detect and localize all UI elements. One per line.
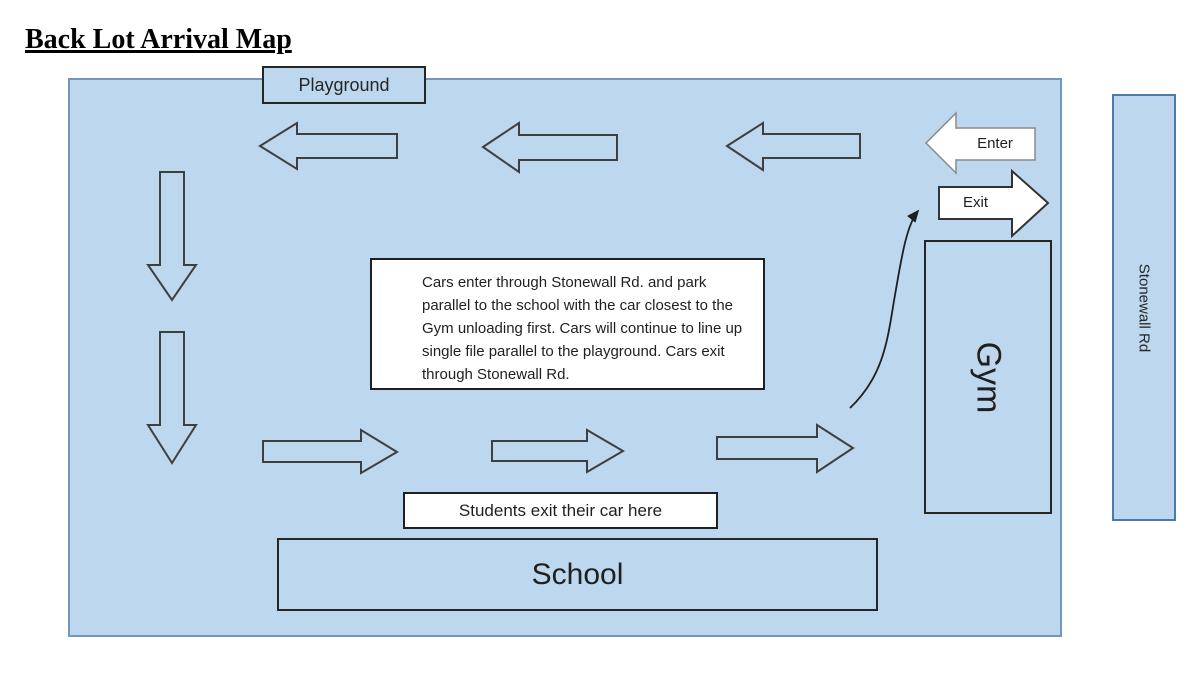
playground-label: Playground (298, 74, 390, 95)
exit-label: Exit (962, 194, 988, 211)
playground-box: Playground (262, 66, 426, 104)
school-box: School (277, 538, 878, 611)
enter-label: Enter (977, 135, 1013, 152)
flow-arrow-right-2 (491, 428, 625, 474)
flow-arrow-left-3 (725, 121, 861, 172)
flow-arrow-right-1 (262, 428, 399, 475)
flow-arrow-left-1 (258, 121, 398, 171)
students-exit-label: Students exit their car here (458, 500, 663, 520)
school-label: School (531, 557, 624, 591)
flow-arrow-down-1 (146, 171, 198, 302)
page-title: Back Lot Arrival Map (25, 24, 292, 55)
curve-to-exit-connector (849, 209, 920, 409)
stonewall-rd-strip: Stonewall Rd (1112, 94, 1176, 521)
flow-arrow-down-2 (146, 331, 198, 465)
students-exit-callout: Students exit their car here (403, 492, 718, 529)
exit-arrow (938, 168, 1050, 239)
instructions-callout: Cars enter through Stonewall Rd. and par… (370, 258, 765, 390)
flow-arrow-left-2 (481, 121, 618, 174)
enter-arrow (924, 111, 1036, 175)
flow-arrow-right-3 (716, 423, 855, 474)
instructions-text: Cars enter through Stonewall Rd. and par… (422, 274, 743, 383)
gym-box: Gym (924, 240, 1052, 514)
